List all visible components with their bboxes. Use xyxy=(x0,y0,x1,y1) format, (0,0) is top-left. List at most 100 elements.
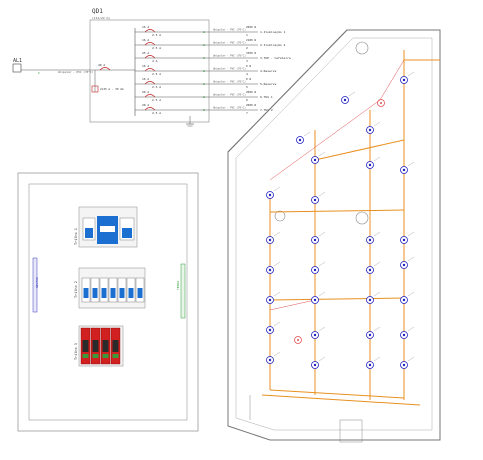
light-fixture xyxy=(311,291,326,304)
breaker-symbol xyxy=(144,81,156,85)
circuit-description: 7-TUG 2 xyxy=(260,108,273,112)
light-fixture xyxy=(400,71,415,84)
conductor-mark: ≡ xyxy=(203,108,206,113)
light-fixture xyxy=(311,191,326,204)
breaker-symbol xyxy=(144,29,156,33)
conductor-mark: ≡ xyxy=(203,56,206,61)
light-fixture xyxy=(266,186,281,199)
breaker-toggle xyxy=(110,288,116,298)
panel-inner xyxy=(28,183,188,421)
board-label: QD1 xyxy=(92,8,103,15)
svg-text:≡: ≡ xyxy=(38,71,40,75)
light-fixture xyxy=(311,231,326,244)
light-fixture xyxy=(266,351,281,364)
earth-label: TERRA xyxy=(176,281,180,290)
circuit-5: 16 A2.5 A ≡ Unipolar - PVC (70°C)5 0 W 5-Res… xyxy=(135,77,276,89)
light-fixture xyxy=(311,326,326,339)
breaker-symbol xyxy=(144,55,156,59)
circuit-number: 2 xyxy=(246,46,248,50)
conductor-mark: ≡ xyxy=(203,95,206,100)
circuit-4: 16 A2.5 A≡Unipolar - PVC (70°C)40 W4-Res… xyxy=(135,64,276,76)
circuit-breaker: 20 A xyxy=(142,90,149,94)
breaker-symbol xyxy=(144,107,156,111)
main-breaker: 40 A xyxy=(98,63,105,67)
earth-terminal-strip: TERRA xyxy=(176,263,186,319)
circuit-number: 3 xyxy=(246,59,248,63)
breaker-toggle xyxy=(137,288,143,298)
circuit-cable: Unipolar - PVC (70°C) xyxy=(213,93,246,97)
circuit-breaker: 16 A xyxy=(142,64,149,68)
breaker-symbol xyxy=(144,94,156,98)
circuit-rating: 2.5 A xyxy=(152,98,161,102)
circuit-description: 5-Reserva xyxy=(260,82,276,86)
circuit-rating: 2.5 A xyxy=(152,72,161,76)
neutral-label: NEUTRO xyxy=(35,277,39,288)
conductor-mark: ≡ xyxy=(203,69,206,74)
light-fixture xyxy=(400,161,415,174)
light-fixture xyxy=(266,321,281,334)
rail-3: Trilho 3 xyxy=(74,325,124,367)
light-fixture xyxy=(266,261,281,274)
light-fixture xyxy=(366,121,381,134)
circuit-breaker: 20 A xyxy=(142,103,149,107)
rail-2: Trilho 2 xyxy=(74,267,146,309)
circuit-cable: Unipolar - PVC (70°C) xyxy=(213,80,246,84)
circuit-cable: Unipolar - PVC (70°C) xyxy=(213,106,246,110)
circuit-breaker: 25 A xyxy=(142,51,149,55)
light-fixture xyxy=(400,256,415,269)
door xyxy=(339,419,363,443)
junction-point-2 xyxy=(294,336,302,344)
light-fixture xyxy=(400,231,415,244)
light-fixtures xyxy=(266,71,415,369)
floor-plan-outline xyxy=(227,29,441,441)
circuit-cable: Unipolar - PVC (70°C) xyxy=(213,41,246,45)
rail-1: Trilho 1 xyxy=(74,206,138,248)
light-fixture xyxy=(366,291,381,304)
rail-2-label: Trilho 2 xyxy=(74,281,78,298)
breaker-toggle xyxy=(101,288,107,298)
breaker-toggle xyxy=(119,288,125,298)
main-cable: Unipolar - PVC (70°C) xyxy=(58,70,94,74)
breaker-toggle xyxy=(83,288,89,298)
light-fixture xyxy=(366,231,381,244)
circuit-cable: Unipolar - PVC (70°C) xyxy=(213,28,246,32)
panel-outer xyxy=(17,172,199,432)
breaker-toggle xyxy=(92,288,98,298)
circuit-rating: 2.5 A xyxy=(152,85,161,89)
circuit-number: 1 xyxy=(246,33,248,37)
breaker-symbol xyxy=(144,42,156,46)
circuit-description: 6-TUG 1 xyxy=(260,95,273,99)
light-fixture xyxy=(366,356,381,369)
circuit-cable: Unipolar - PVC (70°C) xyxy=(213,67,246,71)
light-fixture xyxy=(311,151,326,164)
conductor-mark: ≡ xyxy=(203,43,206,48)
light-fixture xyxy=(400,326,415,339)
circuit-description: 3-TUE - Cafeteira xyxy=(260,56,291,60)
conductor-mark: ≡ xyxy=(203,30,206,35)
main-breaker-symbol xyxy=(99,67,111,71)
light-fixture xyxy=(266,291,281,304)
light-fixture xyxy=(341,91,356,104)
circuit-number: 4 xyxy=(246,72,248,76)
circuit-breaker: 16 A xyxy=(142,77,149,81)
circuit-number: 7 xyxy=(246,111,248,115)
conductor-mark: ≡ xyxy=(203,82,206,87)
circuit-power: 3300 W xyxy=(246,51,256,55)
circuit-description: 4-Reserva xyxy=(260,69,276,73)
light-fixture xyxy=(266,231,281,244)
circuit-power: 0 W xyxy=(246,77,251,81)
circuit-number: 5 xyxy=(246,85,248,89)
conduit-network xyxy=(261,50,440,406)
idr-symbol xyxy=(91,85,99,93)
circuit-breaker: 16 A xyxy=(142,38,149,42)
rail-1-label: Trilho 1 xyxy=(74,228,78,245)
column-1 xyxy=(355,211,369,225)
light-fixture xyxy=(366,326,381,339)
column-3 xyxy=(355,41,369,55)
circuit-power: 2000 W xyxy=(246,103,256,107)
surge-protectors xyxy=(80,327,121,365)
single-line-diagram: QD1 (111/22 m) AL1 Unipolar - PVC (70°C)… xyxy=(12,8,291,127)
